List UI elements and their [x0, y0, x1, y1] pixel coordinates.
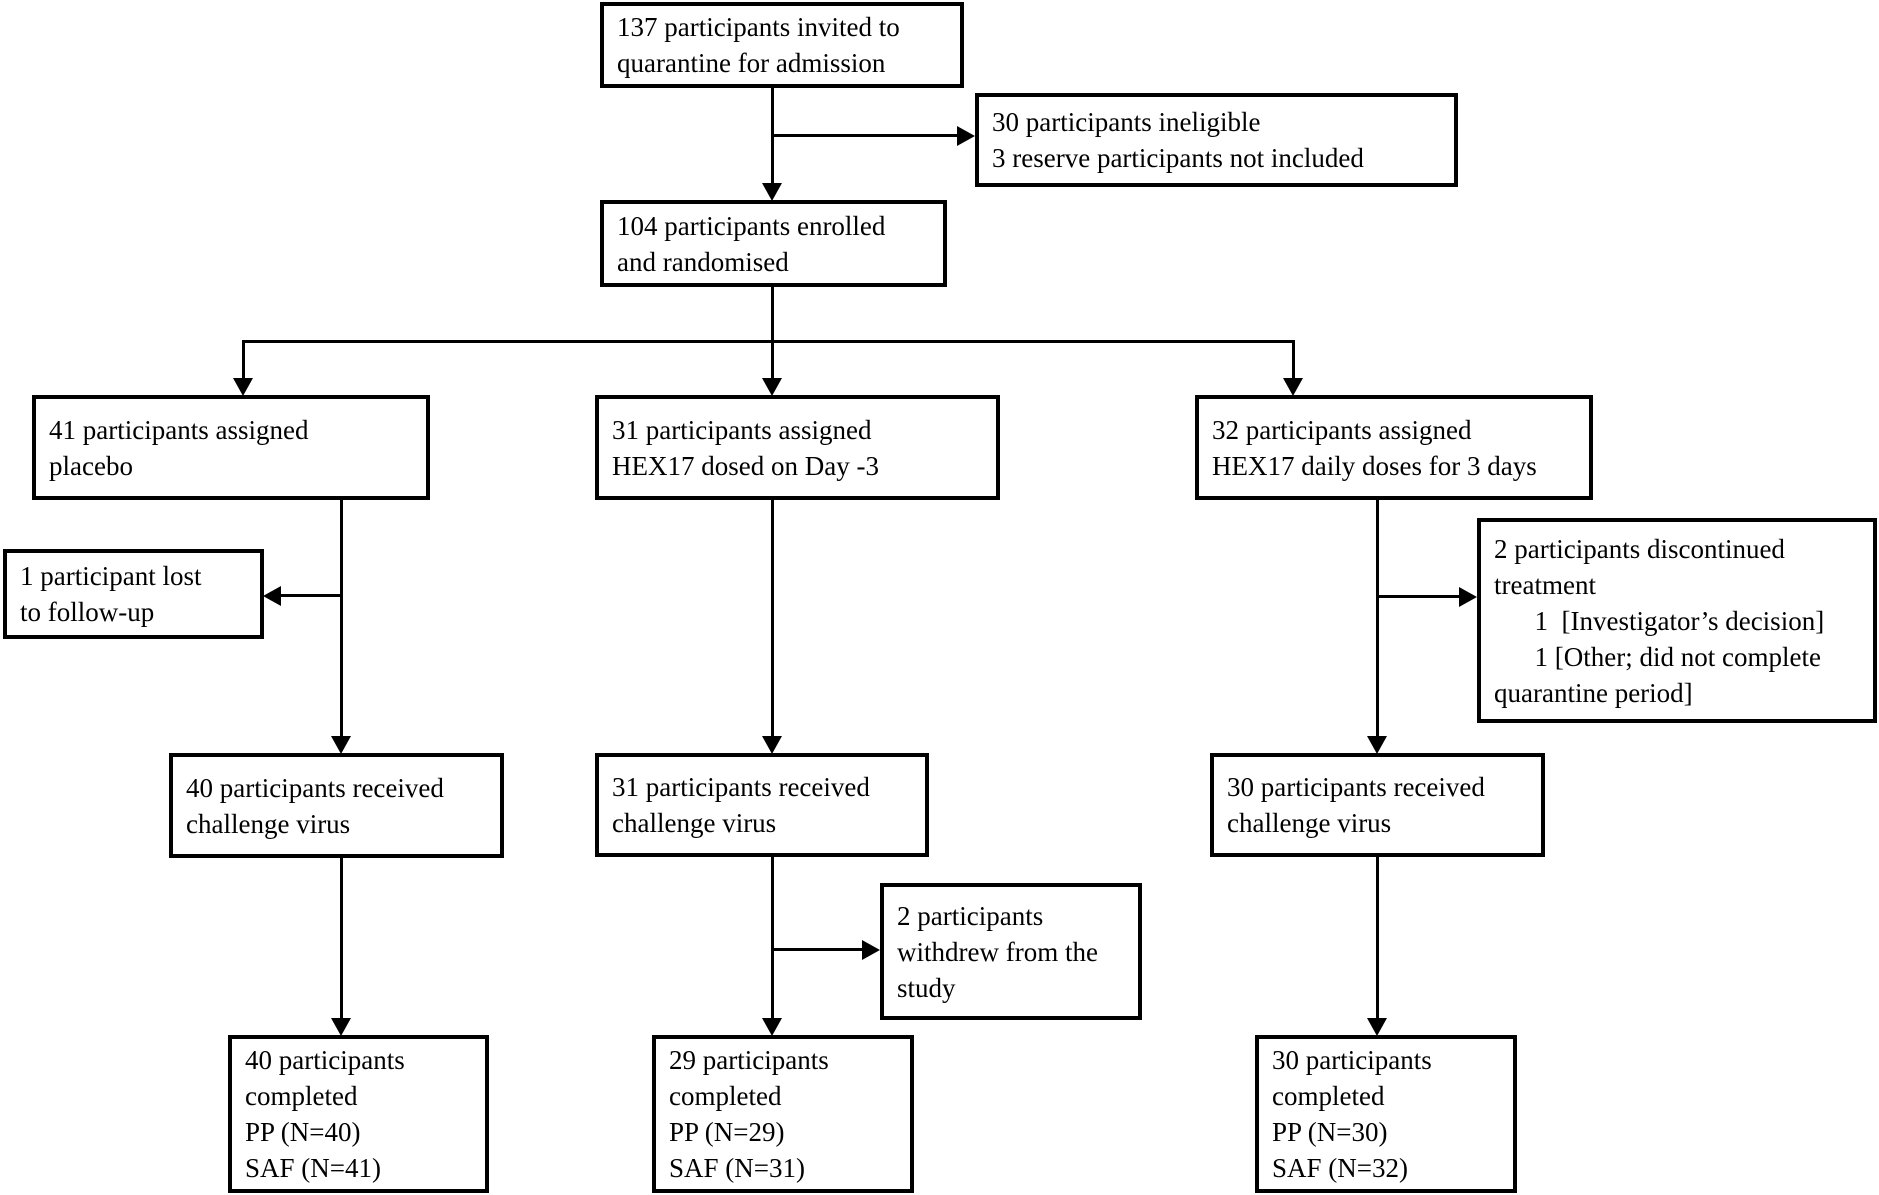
node-invited-text: 137 participants invited to quarantine f…	[617, 12, 900, 78]
node-completed-daily: 30 participants completed PP (N=30) SAF …	[1255, 1035, 1517, 1193]
connector-branch-to-day3	[771, 343, 774, 378]
node-completed-placebo: 40 participants completed PP (N=40) SAF …	[228, 1035, 489, 1193]
node-withdrew-from-study-text: 2 participants withdrew from the study	[897, 900, 1098, 1003]
node-received-virus-placebo: 40 participants received challenge virus	[169, 753, 504, 858]
node-ineligible-text: 30 participants ineligible 3 reserve par…	[992, 107, 1364, 173]
arrowhead-into-assigned-day3	[762, 378, 782, 396]
arrowhead-into-received-day3	[762, 736, 782, 754]
arrowhead-into-enrolled	[762, 183, 782, 201]
node-assigned-hex17-daily: 32 participants assigned HEX17 daily dos…	[1195, 395, 1593, 500]
connector-received-day3-to-completed	[771, 857, 774, 1018]
arrowhead-into-completed-daily	[1367, 1018, 1387, 1036]
connector-day3-to-received	[771, 500, 774, 736]
connector-daily-to-discontinued	[1377, 595, 1460, 598]
node-enrolled-randomised-text: 104 participants enrolled and randomised	[617, 210, 886, 277]
arrowhead-into-lost-followup	[263, 586, 281, 606]
connector-enrolled-to-branch	[771, 287, 774, 343]
arrowhead-into-assigned-placebo	[233, 378, 253, 396]
arrowhead-into-assigned-daily	[1283, 378, 1303, 396]
connector-branch-horizontal	[242, 340, 1295, 343]
node-ineligible: 30 participants ineligible 3 reserve par…	[975, 93, 1458, 187]
connector-branch-to-placebo	[242, 340, 245, 378]
connector-invited-to-ineligible	[771, 134, 958, 137]
connector-placebo-to-received	[340, 500, 343, 736]
node-withdrew-from-study: 2 participants withdrew from the study	[880, 883, 1142, 1020]
connector-received-placebo-to-completed	[340, 858, 343, 1018]
arrowhead-into-completed-day3	[762, 1018, 782, 1036]
node-assigned-placebo-text: 41 participants assigned placebo	[49, 414, 309, 481]
node-received-virus-day3-text: 31 participants received challenge virus	[612, 772, 870, 838]
node-enrolled-randomised: 104 participants enrolled and randomised	[600, 200, 947, 287]
node-received-virus-day3: 31 participants received challenge virus	[595, 753, 929, 857]
node-assigned-placebo: 41 participants assigned placebo	[32, 395, 430, 500]
arrowhead-into-received-placebo	[331, 736, 351, 754]
node-completed-daily-text: 30 participants completed PP (N=30) SAF …	[1272, 1045, 1432, 1183]
node-completed-placebo-text: 40 participants completed PP (N=40) SAF …	[245, 1045, 405, 1183]
connector-daily-to-received	[1376, 500, 1379, 736]
node-lost-to-followup-text: 1 participant lost to follow-up	[20, 561, 202, 627]
node-completed-day3-text: 29 participants completed PP (N=29) SAF …	[669, 1045, 829, 1183]
arrowhead-into-withdrew	[862, 940, 880, 960]
node-completed-day3: 29 participants completed PP (N=29) SAF …	[652, 1035, 914, 1193]
node-discontinued-treatment-text: 2 participants discontinued treatment 1 …	[1494, 533, 1825, 708]
node-invited: 137 participants invited to quarantine f…	[600, 2, 964, 88]
connector-placebo-to-lost-followup	[281, 594, 343, 597]
node-received-virus-daily: 30 participants received challenge virus	[1210, 753, 1545, 857]
arrowhead-into-completed-placebo	[331, 1018, 351, 1036]
node-received-virus-placebo-text: 40 participants received challenge virus	[186, 772, 444, 839]
node-assigned-hex17-day-minus-3-text: 31 participants assigned HEX17 dosed on …	[612, 414, 879, 481]
connector-branch-to-daily	[1292, 340, 1295, 378]
node-discontinued-treatment: 2 participants discontinued treatment 1 …	[1477, 518, 1877, 723]
arrowhead-into-discontinued	[1459, 587, 1477, 607]
arrowhead-into-ineligible	[957, 126, 975, 146]
node-assigned-hex17-day-minus-3: 31 participants assigned HEX17 dosed on …	[595, 395, 1000, 500]
connector-received-daily-to-completed	[1376, 857, 1379, 1018]
connector-day3-to-withdrew	[772, 948, 863, 951]
node-lost-to-followup: 1 participant lost to follow-up	[3, 549, 264, 639]
node-received-virus-daily-text: 30 participants received challenge virus	[1227, 772, 1485, 838]
node-assigned-hex17-daily-text: 32 participants assigned HEX17 daily dos…	[1212, 414, 1537, 481]
arrowhead-into-received-daily	[1367, 736, 1387, 754]
